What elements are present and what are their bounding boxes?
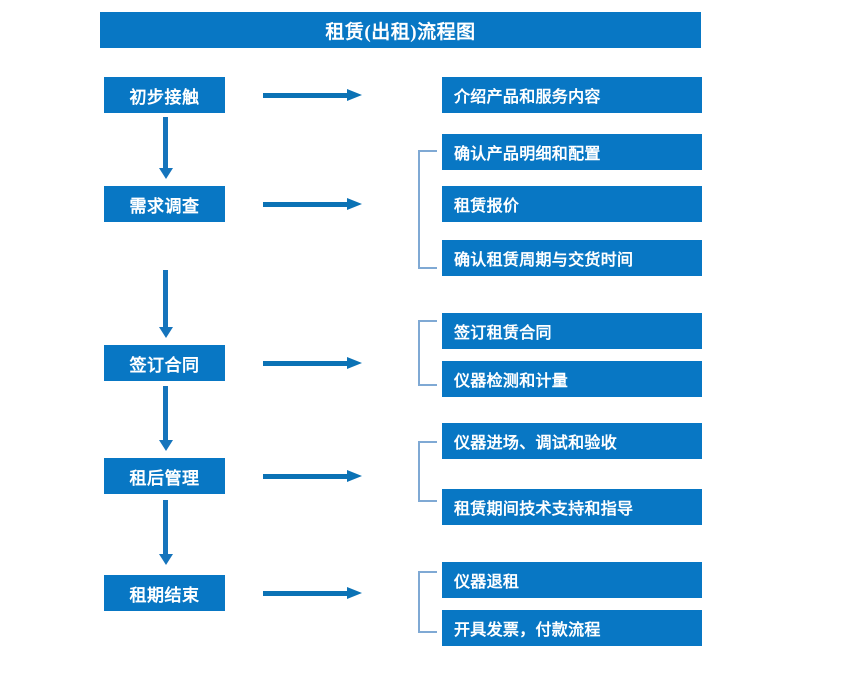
arrow-down-stage-1-to-2 [158,117,174,179]
arrow-right-stage-1 [263,87,362,103]
arrow-head [159,554,173,565]
detail-box-instrument-inspection[interactable]: 仪器检测和计量 [442,361,702,397]
arrow-shaft [163,270,168,327]
arrow-head [159,440,173,451]
arrow-shaft [163,500,168,554]
stage-box-needs-survey[interactable]: 需求调查 [104,186,225,222]
arrow-right-stage-2 [263,196,362,212]
arrow-shaft [163,386,168,440]
detail-box-sign-rental-agreement[interactable]: 签订租赁合同 [442,313,702,349]
detail-box-technical-support[interactable]: 租赁期间技术支持和指导 [442,489,702,525]
arrow-shaft [263,361,349,366]
arrow-right-stage-5 [263,585,362,601]
arrow-head [159,168,173,179]
stage-box-rental-end[interactable]: 租期结束 [104,575,225,611]
stage-box-post-rental-management[interactable]: 租后管理 [104,458,225,494]
flowchart-title: 租赁(出租)流程图 [100,12,701,48]
arrow-down-stage-2-to-3 [158,270,174,338]
arrow-shaft [263,591,349,596]
bracket-group-3 [418,320,437,386]
bracket-group-5 [418,571,437,633]
arrow-head [347,198,362,210]
arrow-head [347,470,362,482]
arrow-right-stage-3 [263,355,362,371]
arrow-shaft [263,202,349,207]
arrow-head [347,587,362,599]
detail-box-rental-quote[interactable]: 租赁报价 [442,186,702,222]
bracket-group-4 [418,441,437,502]
arrow-shaft [263,474,349,479]
bracket-group-2 [418,150,437,269]
arrow-head [347,89,362,101]
arrow-head [347,357,362,369]
arrow-shaft [263,93,349,98]
arrow-down-stage-3-to-4 [158,386,174,451]
detail-box-introduce-products[interactable]: 介绍产品和服务内容 [442,77,702,113]
detail-box-invoice-payment[interactable]: 开具发票，付款流程 [442,610,702,646]
arrow-down-stage-4-to-5 [158,500,174,565]
stage-box-initial-contact[interactable]: 初步接触 [104,77,225,113]
detail-box-delivery-commission-acceptance[interactable]: 仪器进场、调试和验收 [442,423,702,459]
stage-box-sign-contract[interactable]: 签订合同 [104,345,225,381]
arrow-head [159,327,173,338]
detail-box-confirm-period-delivery[interactable]: 确认租赁周期与交货时间 [442,240,702,276]
detail-box-confirm-product-spec[interactable]: 确认产品明细和配置 [442,134,702,170]
detail-box-return-instrument[interactable]: 仪器退租 [442,562,702,598]
arrow-right-stage-4 [263,468,362,484]
arrow-shaft [163,117,168,168]
